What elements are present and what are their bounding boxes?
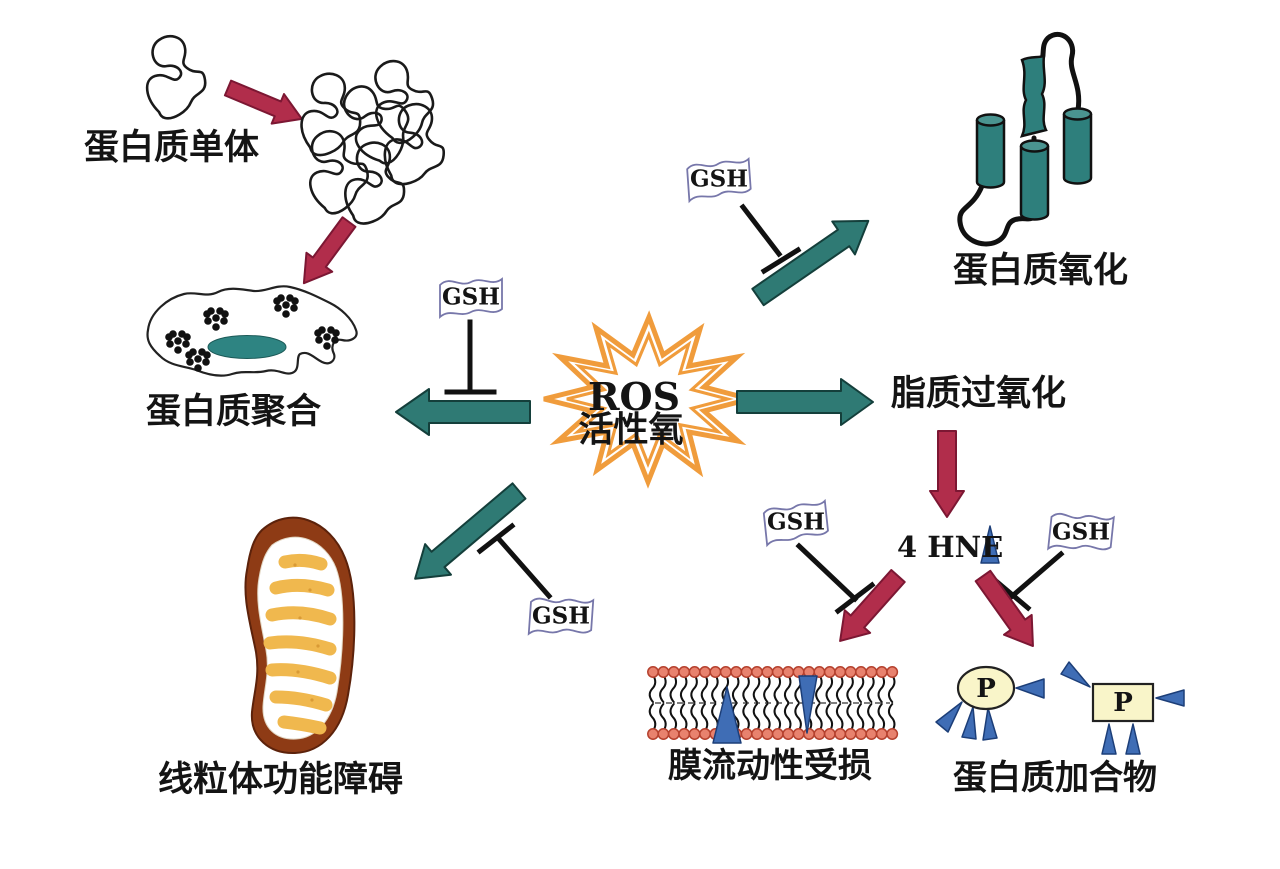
arrow-ros-to-protein-aggregation (395, 388, 531, 436)
protein-monomer-illustration (145, 34, 207, 120)
label-lipid-peroxidation: 脂质过氧化 (891, 374, 1067, 414)
gsh-inhibition-aggregation (439, 278, 503, 395)
protein-cluster-illustration (296, 54, 456, 232)
membrane-top-leaflet (648, 667, 898, 702)
label-mitochondrial-dysfunction: 线粒体功能障碍 (158, 760, 404, 800)
mitochondrion-illustration (244, 516, 356, 755)
mitochondria-cristae (263, 553, 337, 735)
arrow-lipid-to-hne (929, 430, 965, 518)
label-ros-chinese: 活性氧 (578, 410, 684, 451)
arrow-ros-to-protein-oxidation (751, 219, 870, 307)
gsh-flag-label: GSH (1052, 518, 1110, 546)
gsh-inhibition-oxidation (685, 157, 802, 275)
gsh-flag-label: GSH (767, 508, 825, 536)
damaged-helix-ribbon (1019, 54, 1048, 138)
label-4hne: 4 HNE (897, 530, 1004, 564)
hne-molecule-triangle (980, 525, 1000, 564)
adduct-p-label: P (1113, 688, 1133, 718)
gsh-flag-label: GSH (690, 165, 748, 193)
label-protein-adducts: 蛋白质加合物 (953, 758, 1157, 798)
arrow-ros-to-lipid-peroxidation (736, 378, 874, 426)
gsh-flag-label: GSH (532, 602, 590, 630)
protein-aggregation-cell-illustration (146, 285, 358, 377)
protein-oxidation-illustration (957, 31, 1093, 247)
arrow-hne-to-membrane (839, 569, 906, 642)
label-ros: ROS (587, 374, 681, 419)
protein-adducts-illustration (935, 661, 1185, 755)
label-protein-oxidation: 蛋白质氧化 (953, 251, 1129, 291)
cell-nucleus (207, 335, 287, 359)
ros-starburst (543, 310, 760, 489)
gsh-inhibition-mitochondria (476, 522, 595, 640)
membrane-illustration (648, 667, 898, 744)
arrow-hne-to-adducts (974, 569, 1034, 648)
gsh-inhibition-membrane (762, 499, 876, 615)
label-protein-aggregation: 蛋白质聚合 (146, 392, 322, 432)
hne-wedge-down (798, 675, 818, 734)
label-membrane-fluidity: 膜流动性受损 (668, 746, 872, 786)
gsh-flag-label: GSH (442, 283, 500, 311)
arrow-monomer-to-cluster (223, 79, 303, 125)
adduct-protein-rect (1091, 682, 1155, 723)
arrow-ros-to-mitochondria (414, 482, 527, 580)
hne-wedge-up (712, 686, 742, 744)
label-protein-monomer: 蛋白质单体 (84, 128, 260, 168)
adduct-protein-ellipse (956, 665, 1016, 711)
membrane-bottom-leaflet (648, 704, 898, 739)
arrow-cluster-to-aggregation (302, 216, 357, 285)
adduct-p-label: P (976, 674, 996, 704)
